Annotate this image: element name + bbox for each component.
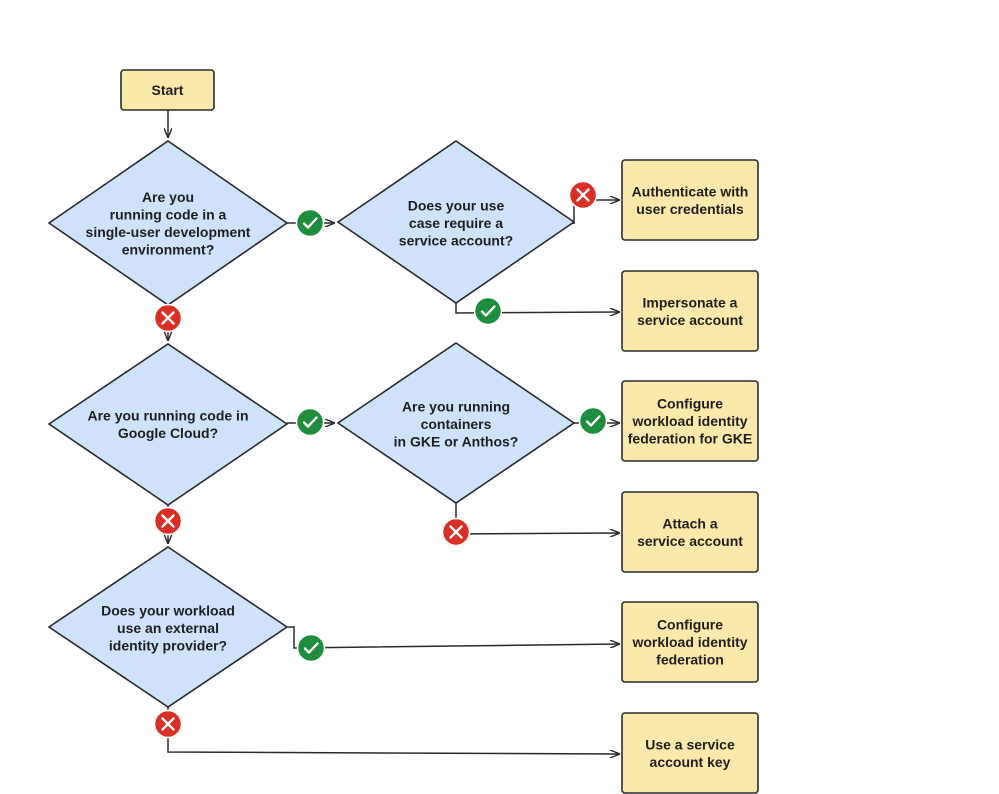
check-badge-circle [295,407,325,437]
check-mark [303,642,319,654]
arrow-containers-no-to-attach [455,503,619,534]
label-line: federation for GKE [628,431,752,447]
cross-mark [161,514,175,528]
branch-badges [153,180,608,739]
outcome-box [621,491,759,573]
label-line: in GKE or Anthos? [394,434,519,450]
label-line: Does your workload [101,603,235,619]
label-line: account key [650,754,731,770]
check-badge-circle [295,208,325,238]
label-line: service account [637,533,743,549]
outcome-attach-sa-text: Attach a service account [637,515,743,549]
check-icon [473,296,503,326]
cross-mark [576,188,590,202]
outcome-impersonate: Impersonate a service account [621,270,759,352]
label-line: Google Cloud? [118,425,218,441]
outcomes: Authenticate with user credentials Impers… [621,159,759,794]
label-line: single-user development [86,224,251,240]
outcome-box [621,270,759,352]
cross-icon [153,506,183,536]
start-box [120,69,215,111]
check-mark [302,416,318,428]
outcome-sa-key-text: Use a service account key [645,736,735,770]
outcome-user-credentials-text: Authenticate with user credentials [632,183,749,217]
label-line: Impersonate a [643,294,738,310]
cross-icon [153,709,183,739]
check-mark [585,415,601,427]
decision-diamond [47,343,289,506]
check-badge-circle [578,406,608,436]
label-line: federation [656,652,724,668]
label-line: workload identity [631,634,747,650]
label-line: Does your use [408,198,505,214]
outcome-impersonate-text: Impersonate a service account [637,294,743,328]
check-badge-circle [473,296,503,326]
label-line: user credentials [636,201,744,217]
start-node: Start [120,69,215,111]
arrow-idp-yes-to-wif [287,626,619,649]
decision-google-cloud: Are you running code in Google Cloud? [47,343,289,506]
cross-mark [161,717,175,731]
check-mark [302,217,318,229]
label-line: Use a service [645,736,735,752]
label-line: Are you running code in [87,407,248,423]
outcome-box [621,159,759,241]
decision-diamond [47,546,289,708]
label-line: service account [637,312,743,328]
label-line: service account? [399,233,513,249]
label-line: Configure [657,617,723,633]
decision-google-cloud-text: Are you running code in Google Cloud? [87,407,248,441]
decision-diamond [336,140,576,304]
label-line: Attach a [662,515,717,531]
cross-icon [153,303,183,333]
label-line: case require a [409,215,503,231]
label-line: running code in a [110,206,227,222]
label-line: use an external [117,620,219,636]
arrow-sa-needed-yes-to-impersonate [455,303,619,313]
outcome-user-credentials: Authenticate with user credentials [621,159,759,241]
outcome-sa-key: Use a service account key [621,712,759,794]
label-line: Are you [142,189,194,205]
decision-diamond [336,342,576,504]
check-icon [295,208,325,238]
outcome-box [621,601,759,683]
outcome-box [621,380,759,462]
label-line: containers [421,416,492,432]
outcome-attach-sa: Attach a service account [621,491,759,573]
cross-mark [449,525,463,539]
check-icon [578,406,608,436]
cross-icon [441,517,471,547]
label-line: environment? [122,241,215,257]
label-line: Configure [657,396,723,412]
label-line: Are you running [402,399,510,415]
check-icon [296,633,326,663]
check-icon [295,407,325,437]
arrow-idp-no-to-sa-key [167,707,619,754]
label-line: Authenticate with [632,183,749,199]
check-mark [480,305,496,317]
label-line: identity provider? [109,638,227,654]
cross-mark [161,311,175,325]
outcome-box [621,712,759,794]
start-label: Start [152,82,184,98]
cross-icon [568,180,598,210]
label-line: workload identity [631,413,747,429]
check-badge-circle [296,633,326,663]
